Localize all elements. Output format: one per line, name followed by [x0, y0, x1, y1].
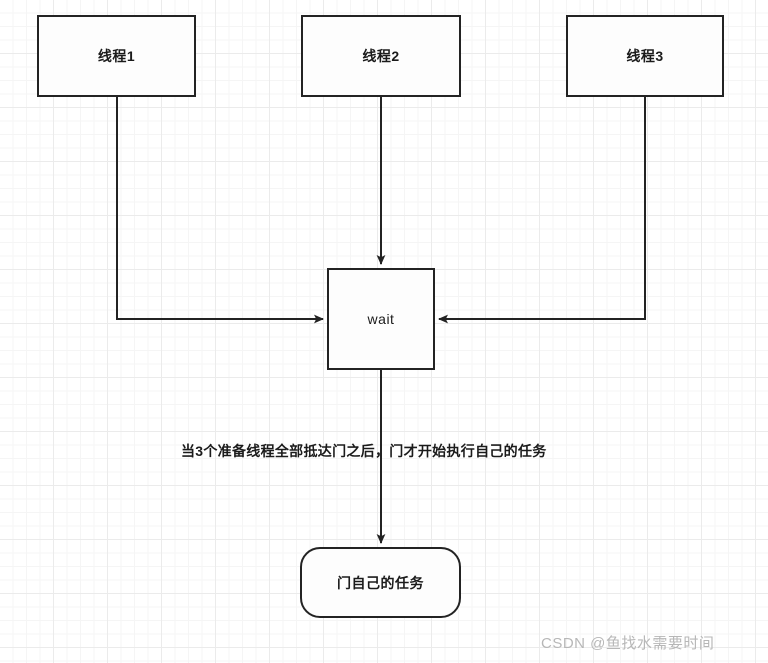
node-thread1[interactable]: 线程1: [37, 15, 196, 97]
node-thread3[interactable]: 线程3: [566, 15, 724, 97]
node-door-task[interactable]: 门自己的任务: [300, 547, 461, 618]
node-thread2[interactable]: 线程2: [301, 15, 461, 97]
node-thread1-label: 线程1: [97, 48, 136, 64]
node-wait[interactable]: wait: [327, 268, 435, 370]
edge-thread3-to-wait: [438, 97, 646, 324]
node-door-task-label: 门自己的任务: [337, 574, 424, 591]
edge-thread1-to-wait: [116, 97, 324, 324]
node-wait-label: wait: [367, 311, 395, 327]
watermark: CSDN @鱼找水需要时间: [541, 635, 715, 652]
node-thread3-label: 线程3: [626, 48, 664, 64]
node-thread2-label: 线程2: [362, 48, 400, 64]
annotation-text: 当3个准备线程全部抵达门之后，门才开始执行自己的任务: [181, 443, 547, 459]
